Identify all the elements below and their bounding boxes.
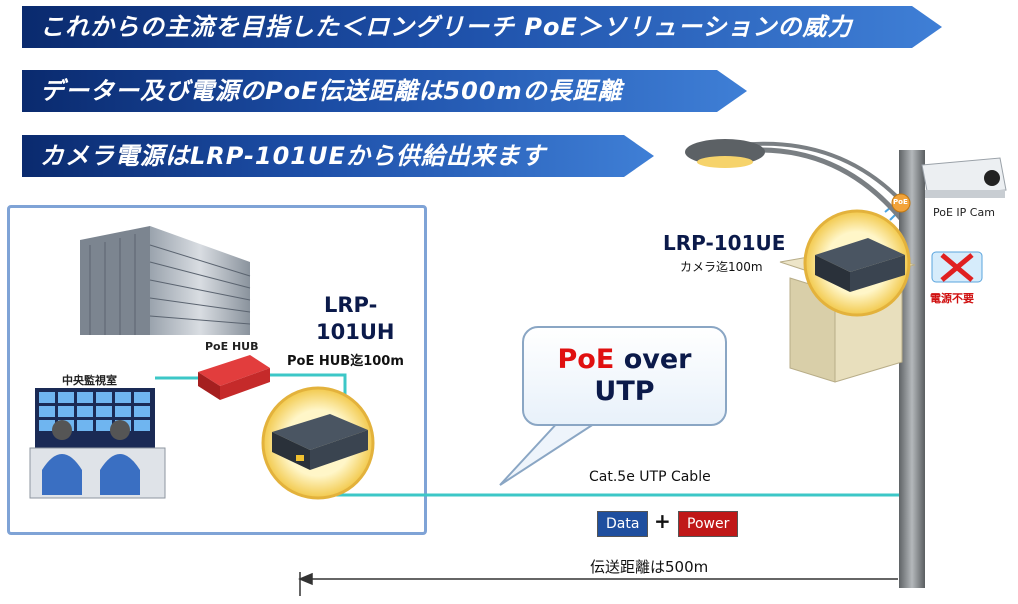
lrp-101uh-device	[261, 386, 375, 500]
poe-badge-label: PoE	[893, 198, 908, 206]
bubble-utp-text: UTP	[594, 376, 655, 407]
distance-banner: データー及び電源のPoE伝送距離は500mの長距離	[22, 70, 747, 112]
poe-over-utp-bubble: PoE over UTP	[522, 326, 727, 426]
poe-hub-icon	[198, 355, 270, 400]
lrp-101uh-label-line2: 101UH	[316, 320, 395, 344]
ip-camera-icon	[921, 157, 1007, 198]
distance-label: 伝送距離は500m	[590, 558, 709, 576]
lrp-101ue-label: LRP-101UE	[663, 231, 786, 255]
distance-arrow	[298, 572, 898, 596]
cable-label: Cat.5e UTP Cable	[589, 469, 711, 485]
bubble-tail	[499, 419, 604, 486]
poe-badge-icon	[891, 193, 911, 213]
poe-ip-cam-label: PoE IP Cam	[933, 206, 995, 219]
utility-pole	[899, 150, 925, 588]
lrp-101ue-device	[803, 209, 911, 317]
building-icon	[80, 226, 251, 335]
power-tag: Power	[678, 511, 739, 537]
headline-banner: これからの主流を目指した＜ロングリーチ PoE＞ソリューションの威力	[22, 6, 942, 48]
plus-sign: +	[654, 509, 671, 533]
data-tag: Data	[597, 511, 649, 537]
bubble-over-text: over	[614, 344, 692, 375]
camera-power-banner: カメラ電源はLRP-101UEから供給出来ます	[22, 135, 654, 177]
street-lamp-icon	[685, 139, 912, 232]
lrp-101uh-sublabel: PoE HUB迄100m	[287, 354, 404, 369]
bubble-poe-text: PoE	[557, 344, 615, 375]
poe-hub-label: PoE HUB	[205, 340, 259, 353]
lrp-101uh-label-line1: LRP-	[324, 293, 378, 317]
operators-icon	[42, 420, 140, 495]
no-power-icon	[931, 251, 983, 283]
no-power-label: 電源不要	[930, 292, 974, 305]
monitoring-room-label: 中央監視室	[62, 374, 117, 387]
lrp-101ue-sublabel: カメラ迄100m	[680, 260, 763, 274]
